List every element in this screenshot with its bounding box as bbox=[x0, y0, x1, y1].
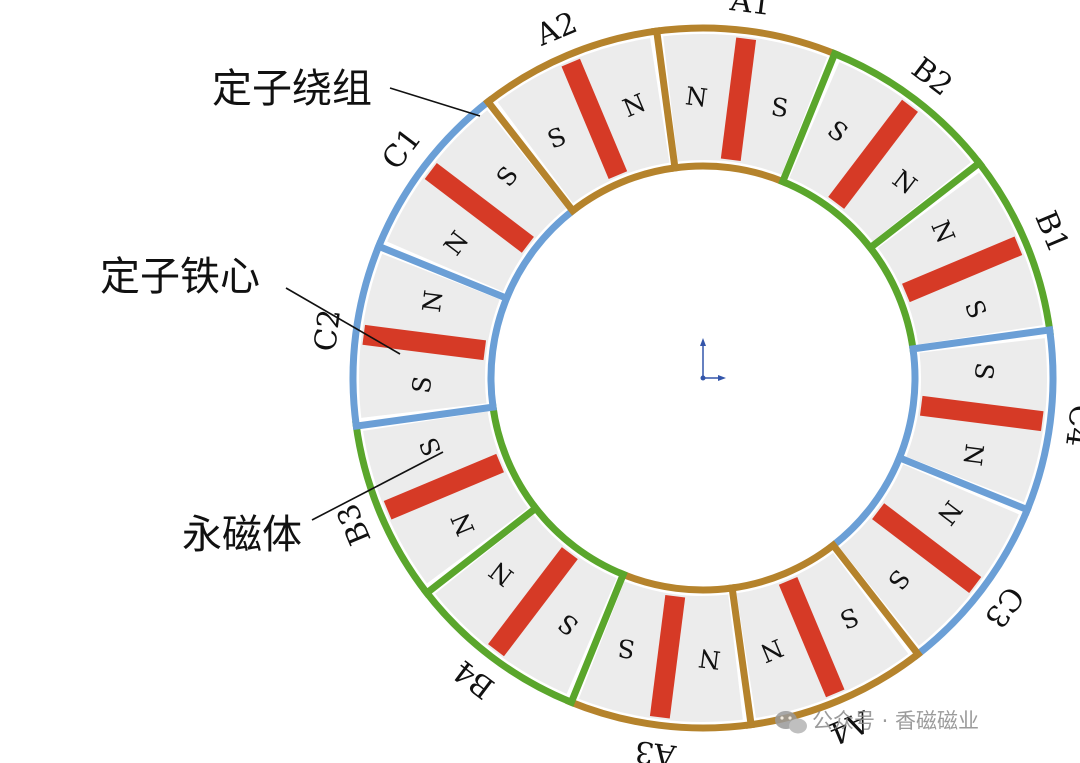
magnet-pole-left: S bbox=[968, 361, 999, 382]
winding-box-interior bbox=[497, 38, 670, 204]
permanent-magnet bbox=[424, 163, 534, 253]
winding-box-interior bbox=[877, 172, 1043, 345]
slot-label-b1: B1 bbox=[1027, 206, 1075, 257]
winding-box-interior bbox=[736, 552, 909, 718]
permanent-magnet bbox=[561, 58, 628, 179]
magnet-pole-left: S bbox=[407, 374, 438, 395]
callout-line-stator-core bbox=[285, 287, 401, 355]
permanent-magnet bbox=[720, 37, 757, 162]
callout-permanent-magnet: 永磁体 bbox=[182, 512, 302, 558]
magnet-pole-right: N bbox=[417, 289, 449, 314]
magnet-pole-left: N bbox=[697, 643, 722, 675]
callouts: 定子绕组 定子铁心 永磁体 bbox=[100, 66, 481, 558]
permanent-magnet bbox=[383, 453, 504, 520]
slot-label-a2: A2 bbox=[530, 5, 582, 53]
permanent-magnet bbox=[902, 236, 1023, 303]
stator-winding-a bbox=[483, 27, 679, 216]
permanent-magnet bbox=[362, 324, 487, 361]
permanent-magnet bbox=[778, 577, 845, 698]
slot-label-c2: C2 bbox=[308, 307, 348, 353]
magnet-pole-left: N bbox=[684, 81, 709, 113]
slot-c2: S N C2 bbox=[308, 240, 512, 431]
magnet-pole-right: N bbox=[958, 442, 990, 467]
slot-a1: N S A1 bbox=[650, 0, 841, 187]
origin-axis-icon bbox=[700, 338, 726, 381]
slot-label-a3: A3 bbox=[633, 733, 679, 763]
permanent-magnet bbox=[919, 395, 1044, 432]
watermark: 公众号 · 香磁磁业 bbox=[775, 709, 979, 734]
callout-line-stator-winding bbox=[389, 87, 481, 117]
wechat-icon bbox=[775, 711, 807, 734]
magnet-pole-right: S bbox=[616, 633, 637, 664]
magnet-pole-right: S bbox=[769, 92, 790, 123]
callout-line-permanent-magnet bbox=[311, 451, 444, 521]
slot-label-a1: A1 bbox=[727, 0, 773, 23]
permanent-magnet bbox=[872, 503, 982, 593]
callout-stator-winding: 定子绕组 bbox=[212, 66, 372, 112]
permanent-magnet bbox=[649, 594, 686, 719]
permanent-magnet bbox=[488, 547, 578, 657]
permanent-magnet bbox=[828, 99, 918, 209]
slot-label-c4: C4 bbox=[1058, 403, 1080, 449]
callout-stator-core: 定子铁心 bbox=[100, 254, 260, 300]
watermark-text: 公众号 · 香磁磁业 bbox=[812, 709, 979, 733]
winding-box-interior bbox=[363, 411, 529, 584]
slot-a3: N S A3 bbox=[565, 569, 756, 763]
